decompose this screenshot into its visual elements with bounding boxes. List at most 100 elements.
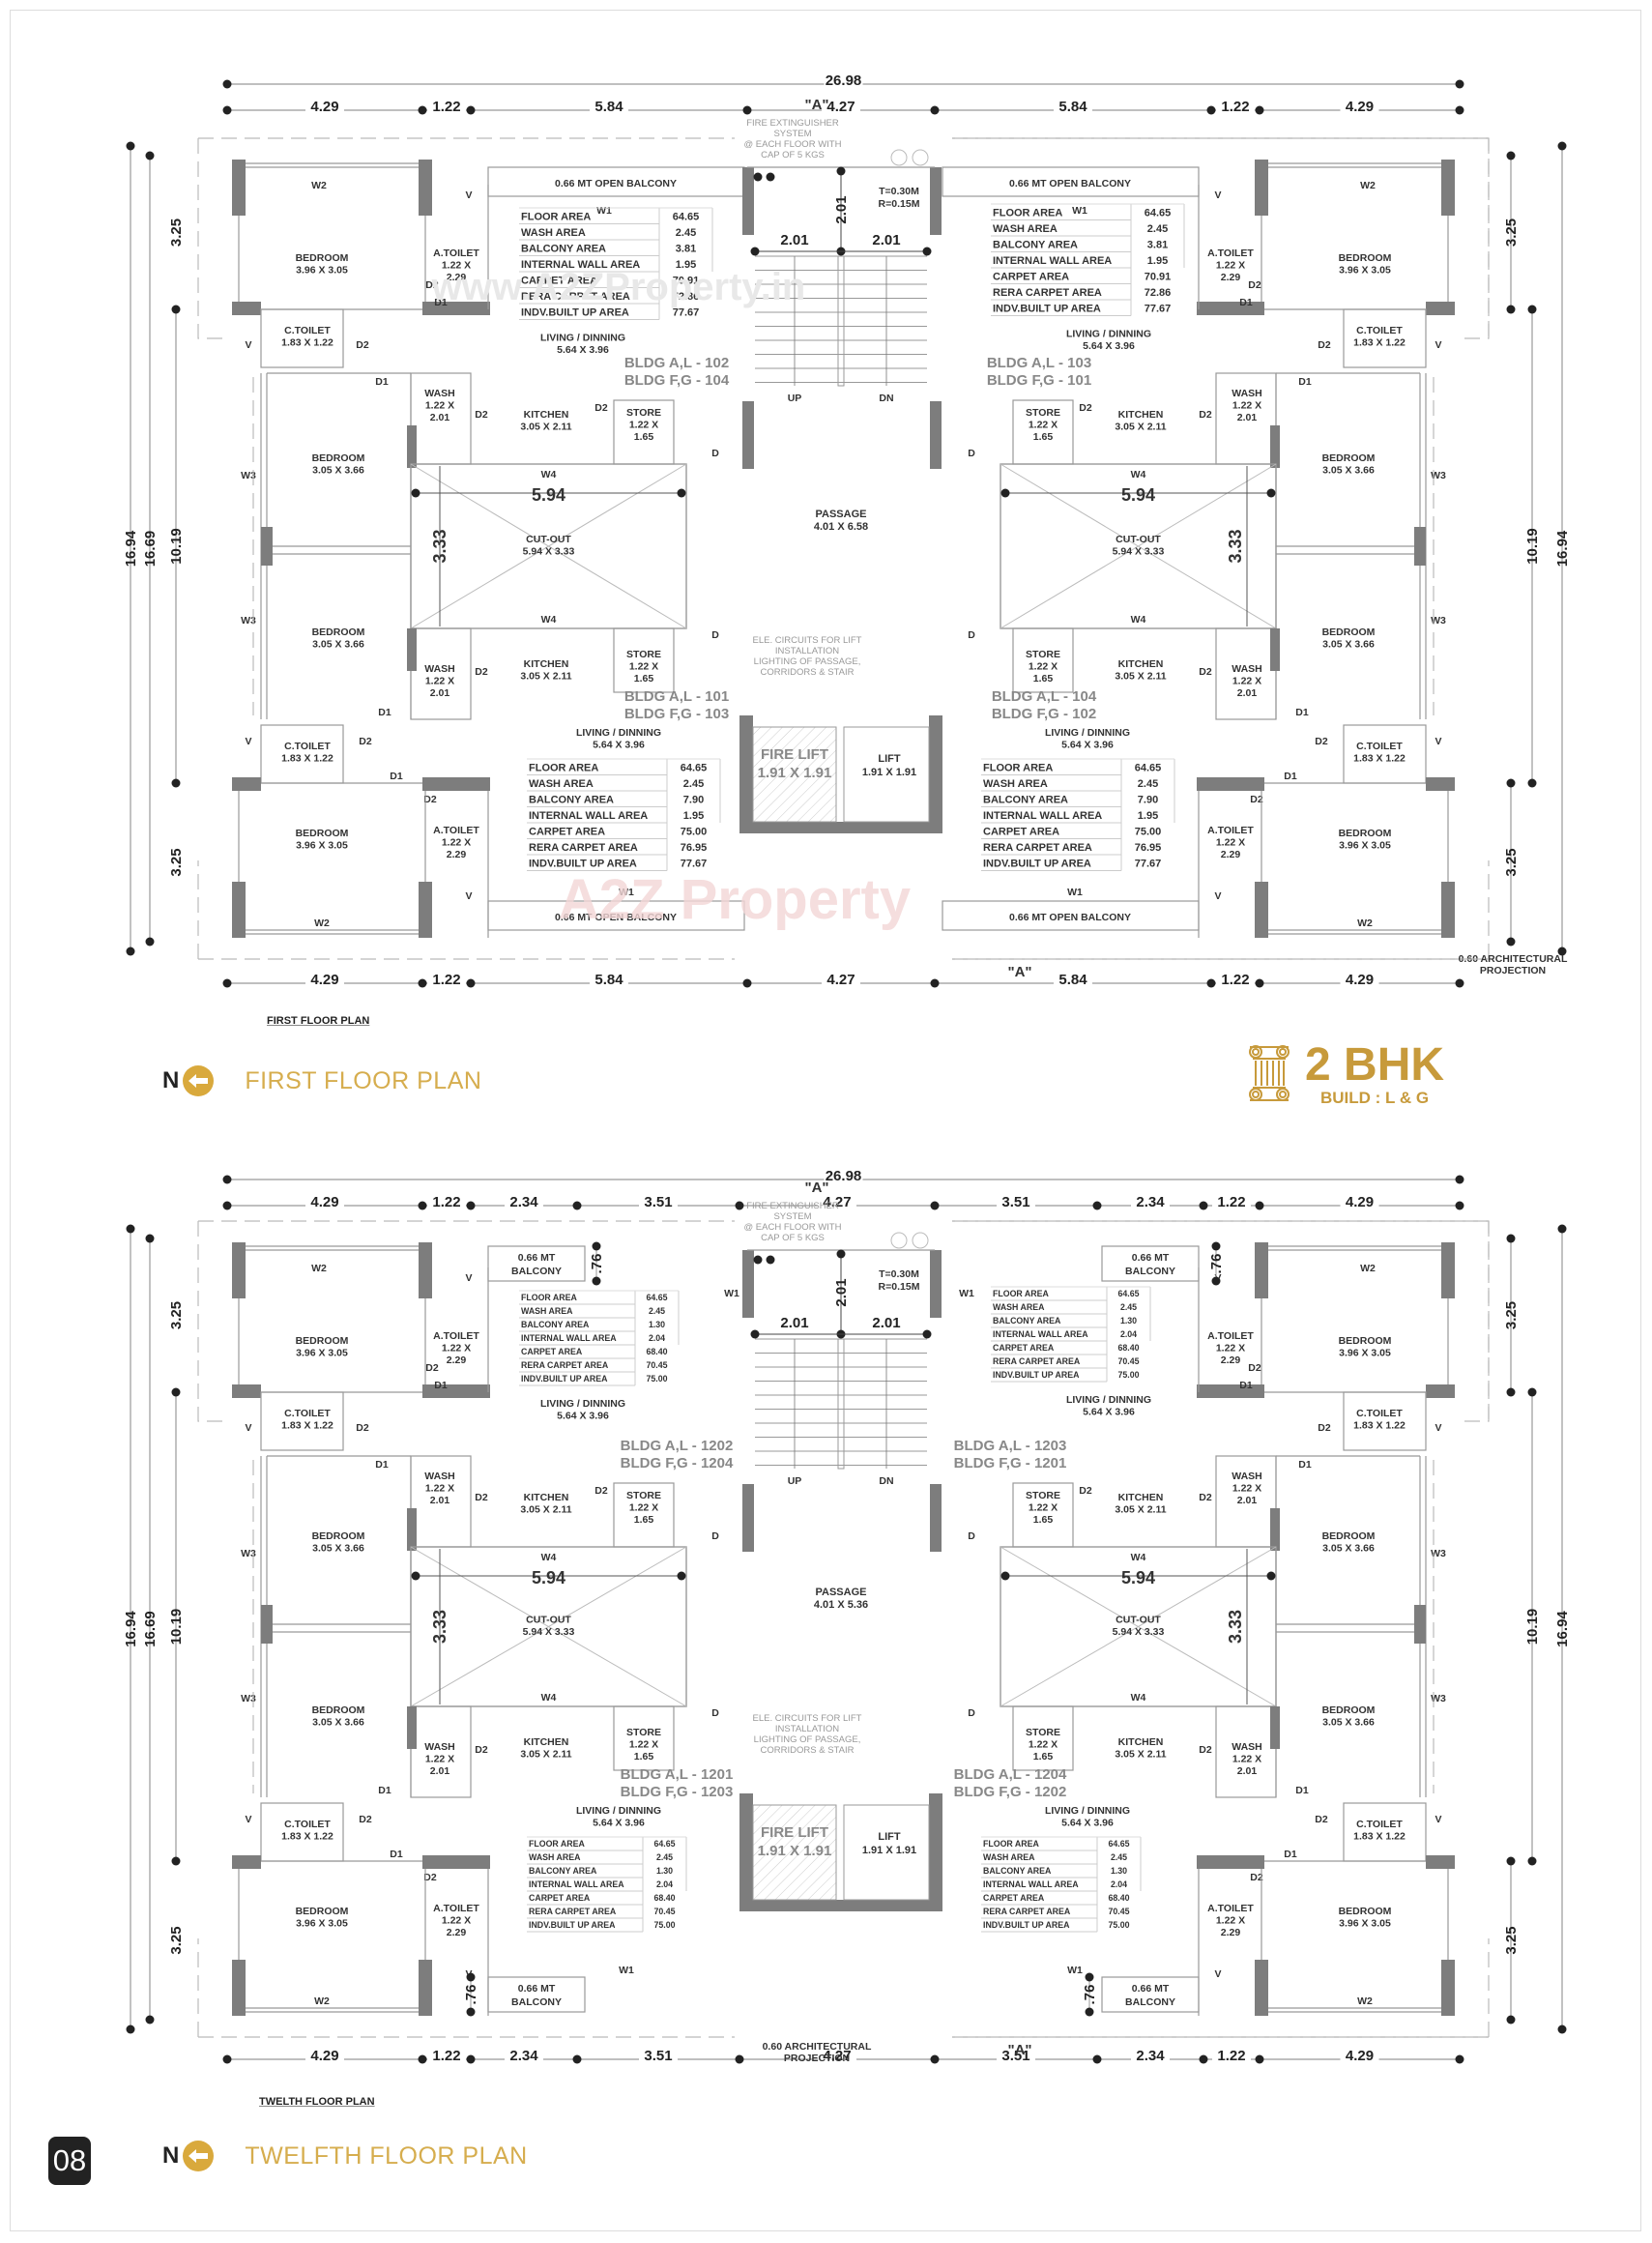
window-w4: W4 xyxy=(1131,1552,1146,1563)
door-d1: D1 xyxy=(1295,707,1309,718)
north-label: N xyxy=(162,2142,180,2169)
window-w3: W3 xyxy=(241,615,256,626)
dim-bg xyxy=(1212,2050,1251,2063)
door-d2: D2 xyxy=(475,1744,488,1756)
room-bedroom: BEDROOM xyxy=(312,1704,365,1716)
lift-electrical-note: LIGHTING OF PASSAGE, xyxy=(754,1734,861,1745)
window-w4: W4 xyxy=(541,1692,557,1704)
dim-bg xyxy=(1216,974,1255,987)
door-d: D xyxy=(968,1707,975,1719)
column xyxy=(261,527,273,566)
vent-v: V xyxy=(465,1272,472,1284)
c-toilet-wall xyxy=(1343,308,1427,368)
column xyxy=(232,777,261,791)
open-balcony-label: 0.66 MT OPEN BALCONY xyxy=(555,912,677,923)
room-bedroom: BEDROOM xyxy=(1322,1704,1376,1716)
column xyxy=(1270,1706,1280,1749)
c-toilet-wall xyxy=(260,1391,344,1451)
room-bedroom: BEDROOM xyxy=(312,452,365,464)
column xyxy=(1441,1242,1455,1298)
door-d2: D2 xyxy=(425,279,439,291)
area-label: FLOOR AREA xyxy=(983,1839,1039,1849)
area-value: 64.65 xyxy=(681,763,708,774)
cutout-box xyxy=(410,463,687,629)
room-living: LIVING / DINNING xyxy=(540,1398,625,1410)
lift-electrical-note: CORRIDORS & STAIR xyxy=(761,667,855,678)
dimension-label: 2.34 xyxy=(1136,2048,1165,2064)
stair-up-label: UP xyxy=(788,1475,802,1487)
door-d2: D2 xyxy=(1315,736,1328,747)
vertical-dimension: 3.25 xyxy=(1503,1926,1520,1954)
balcony-label: 0.66 MT xyxy=(1132,1983,1170,1995)
lift-size: 1.91 X 1.91 xyxy=(862,1845,916,1856)
area-label: FLOOR AREA xyxy=(993,208,1062,219)
unit-number: BLDG F,G - 102 xyxy=(992,706,1096,722)
room-size: 1.65 xyxy=(634,1514,654,1526)
fire-lift-label: FIRE LIFT xyxy=(761,746,828,763)
column xyxy=(1441,1960,1455,2016)
stair-dim: 2.01 xyxy=(833,1278,850,1306)
stair-dim: 2.01 xyxy=(833,195,850,223)
area-value: 64.65 xyxy=(673,212,700,223)
balcony-depth-dim: .76 xyxy=(463,1985,479,2005)
dimension-label: 4.29 xyxy=(1346,2048,1374,2064)
area-label: CARPET AREA xyxy=(983,827,1059,838)
room-size: 5.64 X 3.96 xyxy=(593,740,645,751)
balcony-depth-dim: .76 xyxy=(1082,1985,1098,2005)
window-w4: W4 xyxy=(1131,1692,1146,1704)
room-size: 3.05 X 3.66 xyxy=(1322,1543,1375,1555)
room-a-toilet: A.TOILET xyxy=(433,1903,479,1914)
door-d2: D2 xyxy=(423,1872,437,1883)
area-value: 1.95 xyxy=(1147,255,1168,267)
wash-wall xyxy=(410,627,472,720)
vertical-dimension: 3.25 xyxy=(168,218,185,247)
door-d1: D1 xyxy=(378,707,391,718)
dimension-label: 4.27 xyxy=(823,1194,851,1210)
dim-bg xyxy=(639,1196,678,1209)
door-d2: D2 xyxy=(425,1362,439,1374)
gas-meter-icon xyxy=(890,149,908,166)
dimension-label: 1.22 xyxy=(1217,2048,1245,2064)
vertical-dimension: 16.94 xyxy=(123,530,139,567)
room-passage: PASSAGE xyxy=(816,1587,867,1598)
lift-size: 1.91 X 1.91 xyxy=(862,767,916,778)
column xyxy=(232,160,246,216)
c-toilet-wall xyxy=(260,308,344,368)
stair-riser: R=0.15M xyxy=(879,198,920,210)
room-kitchen: KITCHEN xyxy=(1118,409,1164,421)
dimension-label: 3.51 xyxy=(644,1194,672,1210)
door-d2: D2 xyxy=(1199,666,1212,678)
area-value: 68.40 xyxy=(646,1347,667,1356)
area-label: WASH AREA xyxy=(521,227,586,239)
column xyxy=(1270,425,1280,468)
door-d2: D2 xyxy=(356,1422,369,1434)
dimension-label: 5.84 xyxy=(1058,99,1087,115)
store-wall xyxy=(1012,1705,1074,1771)
lift-wall xyxy=(739,715,753,833)
area-label: BALCONY AREA xyxy=(521,1320,590,1329)
area-label: RERA CARPET AREA xyxy=(983,1907,1071,1916)
area-value: 75.00 xyxy=(1108,1920,1129,1930)
stair-down-label: DN xyxy=(879,393,893,404)
column xyxy=(232,1855,261,1869)
door-d1: D1 xyxy=(1298,1459,1312,1471)
column xyxy=(1426,1384,1455,1398)
door-d1: D1 xyxy=(1239,297,1253,308)
fire-lift-label: FIRE LIFT xyxy=(761,1824,828,1841)
area-label: INDV.BUILT UP AREA xyxy=(529,859,637,870)
room-size: 2.01 xyxy=(1237,412,1258,423)
column xyxy=(422,302,490,315)
dim-bg xyxy=(590,101,628,114)
dim-bg xyxy=(305,1196,344,1209)
area-value: 64.65 xyxy=(1135,763,1162,774)
vertical-dimension: 10.19 xyxy=(168,528,185,565)
page-border xyxy=(10,10,1641,2231)
column xyxy=(930,1484,942,1552)
architectural-projection-note: 0.60 ARCHITECTURAL xyxy=(763,2041,872,2053)
vertical-dimension: 3.25 xyxy=(1503,218,1520,247)
door-d2: D2 xyxy=(1199,1744,1212,1756)
bhk-badge: 2 BHK BUILD : L & G xyxy=(1247,1042,1444,1108)
